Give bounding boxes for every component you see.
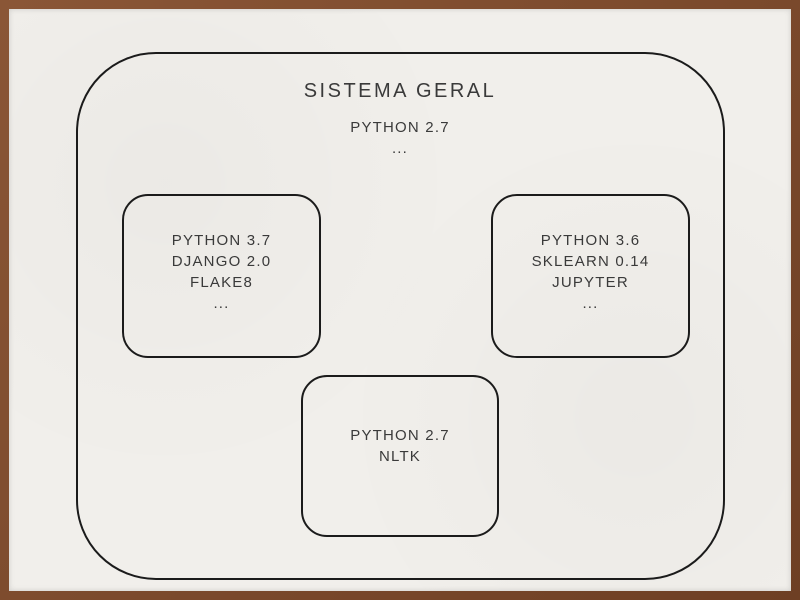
- system-general-contents: PYTHON 2.7 ...: [0, 117, 800, 159]
- left-ellipsis: ...: [213, 295, 230, 312]
- diagram-title: SISTEMA GERAL: [303, 80, 497, 102]
- left-package-django: DJANGO 2.0: [171, 253, 272, 270]
- environment-box-bottom: [301, 375, 499, 537]
- environment-box-left: [122, 194, 321, 358]
- system-general-box: [76, 52, 725, 580]
- left-package-flake8: FLAKE8: [189, 274, 254, 291]
- environment-left-contents: PYTHON 3.7 DJANGO 2.0 FLAKE8 ...: [122, 230, 321, 314]
- right-python-version: PYTHON 3.6: [540, 232, 641, 249]
- bottom-python-version: PYTHON 2.7: [350, 427, 450, 444]
- system-ellipsis: ...: [391, 140, 409, 157]
- environment-right-contents: PYTHON 3.6 SKLEARN 0.14 JUPYTER ...: [491, 230, 690, 314]
- environment-box-right: [491, 194, 690, 358]
- right-package-jupyter: JUPYTER: [552, 274, 629, 291]
- right-ellipsis: ...: [582, 295, 599, 312]
- environment-bottom-contents: PYTHON 2.7 NLTK: [301, 425, 499, 467]
- bottom-package-nltk: NLTK: [378, 448, 422, 465]
- left-python-version: PYTHON 3.7: [171, 232, 272, 249]
- system-python-version: PYTHON 2.7: [350, 119, 450, 136]
- right-package-sklearn: SKLEARN 0.14: [531, 253, 650, 270]
